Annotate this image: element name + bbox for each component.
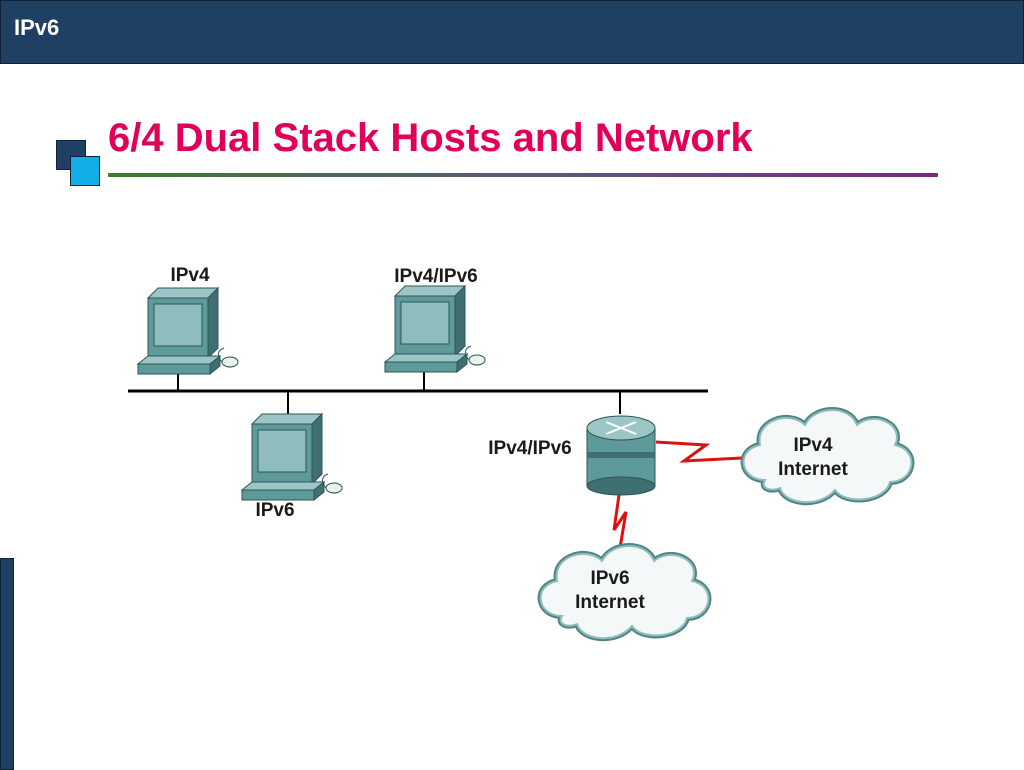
ipv4-internet-label-line1: IPv4 xyxy=(793,435,833,456)
header-label: IPv6 xyxy=(14,15,60,40)
dual-host-label: IPv4/IPv6 xyxy=(394,266,477,287)
ipv4-host-computer-icon xyxy=(137,287,239,375)
router-label: IPv4/IPv6 xyxy=(488,438,571,459)
ipv6-internet-label-line2: Internet xyxy=(575,592,645,613)
slide-title: 6/4 Dual Stack Hosts and Network xyxy=(108,116,753,160)
dual-host-computer-icon xyxy=(384,285,486,373)
wan-link-ipv4 xyxy=(655,440,743,463)
header-bar: IPv6 xyxy=(0,0,1024,64)
router-icon xyxy=(586,415,656,496)
ipv6-host-label: IPv6 xyxy=(255,500,294,521)
wan-link-ipv6 xyxy=(612,487,628,549)
title-bullet-icon xyxy=(56,140,102,186)
ipv6-host-computer-icon xyxy=(241,413,343,501)
ipv6-internet-label-line1: IPv6 xyxy=(590,568,629,589)
title-underline xyxy=(108,173,938,177)
bullet-square-light xyxy=(70,156,100,186)
ipv4-internet-cloud-icon xyxy=(744,410,912,502)
ipv4-host-label: IPv4 xyxy=(170,265,210,286)
ipv4-internet-label-line2: Internet xyxy=(778,459,848,480)
